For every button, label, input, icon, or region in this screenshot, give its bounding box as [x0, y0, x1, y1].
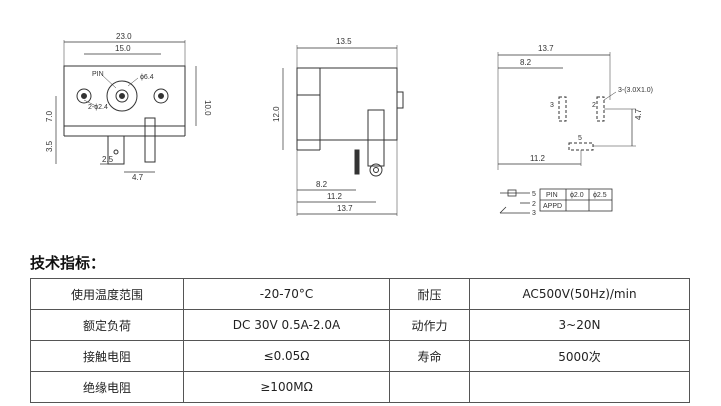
pad-label-3: 3: [550, 102, 554, 109]
pin-num-3: 3: [532, 210, 536, 217]
dim-13-7-pcb: 13.7: [538, 44, 554, 53]
dim-11-2-side: 11.2: [327, 192, 343, 201]
dim-8-2-pcb: 8.2: [520, 58, 532, 67]
mount-hole-left: [76, 88, 92, 104]
dim-13-7-side: 13.7: [337, 204, 353, 213]
table-row: 接触电阻 ≤0.05Ω 寿命 5000次: [30, 340, 690, 372]
jack-outer-circle: [106, 80, 138, 112]
pcb-layout: [497, 52, 636, 170]
spec-value: AC500V(50Hz)/min: [469, 278, 690, 310]
dim-8-2-side: 8.2: [316, 180, 328, 189]
spec-label: 耐压: [389, 278, 470, 310]
dim-3-5: 3.5: [45, 140, 54, 152]
pad-5: [568, 142, 594, 151]
spec-table: 使用温度范围 -20-70°C 耐压 AC500V(50Hz)/min 额定负荷…: [30, 278, 690, 403]
front-view: [55, 40, 197, 173]
spec-label: 使用温度范围: [30, 278, 184, 310]
spec-value: -20-70°C: [183, 278, 390, 310]
side-pin: [367, 109, 385, 167]
spec-value: ≤0.05Ω: [183, 340, 390, 372]
pin-table: [499, 188, 613, 214]
connector-dimension-drawing: 23.0 15.0 10.0 7.0 3.5 2.5 4.7 PIN ϕ6.4 …: [45, 32, 653, 217]
spec-value: [469, 371, 690, 403]
pin-num-2: 2: [532, 201, 536, 208]
dim-23-0: 23.0: [116, 32, 132, 41]
pad-2: [596, 96, 605, 122]
table-row: 使用温度范围 -20-70°C 耐压 AC500V(50Hz)/min: [30, 278, 690, 310]
dim-10-0: 10.0: [203, 100, 212, 116]
dim-11-2-pcb: 11.2: [530, 154, 546, 163]
spec-value: DC 30V 0.5A-2.0A: [183, 309, 390, 341]
pin-table-header-pin: PIN: [546, 192, 558, 199]
dim-4-7: 4.7: [132, 173, 144, 182]
pin-table-appd: APPD: [543, 203, 562, 210]
pad-3: [558, 96, 567, 122]
table-row: 额定负荷 DC 30V 0.5A-2.0A 动作力 3~20N: [30, 309, 690, 341]
label-pin: PIN: [92, 71, 104, 78]
spec-label: 绝缘电阻: [30, 371, 184, 403]
side-view: [282, 45, 404, 216]
side-body-outline: [296, 67, 398, 141]
pin-num-5: 5: [532, 191, 536, 198]
dim-7-0: 7.0: [45, 110, 54, 122]
pin-table-header-phi-2-0: ϕ2.0: [570, 192, 584, 199]
section-title: 技术指标：: [30, 254, 106, 272]
spec-label: [389, 371, 470, 403]
pin-table-header-phi-2-5: ϕ2.5: [593, 192, 607, 199]
spec-label: 接触电阻: [30, 340, 184, 372]
label-phi-6-4: ϕ6.4: [140, 74, 154, 81]
pad-label-2: 2: [592, 102, 596, 109]
spec-value: ≥100MΩ: [183, 371, 390, 403]
dim-2-5: 2.5: [102, 155, 114, 164]
front-body-outline: [63, 65, 186, 127]
spec-value: 3~20N: [469, 309, 690, 341]
spec-label: 额定负荷: [30, 309, 184, 341]
dim-13-5: 13.5: [336, 37, 352, 46]
label-pad-size: 3-(3.0X1.0): [618, 87, 653, 94]
mount-hole-right: [153, 88, 169, 104]
spec-label: 动作力: [389, 309, 470, 341]
dim-4-7-pcb: 4.7: [634, 108, 643, 120]
spec-label: 寿命: [389, 340, 470, 372]
label-2-phi-2-4: 2-ϕ2.4: [88, 104, 108, 111]
spec-value: 5000次: [469, 340, 690, 372]
pad-label-5: 5: [578, 135, 582, 142]
dim-12-0: 12.0: [272, 106, 281, 122]
dim-15-0: 15.0: [115, 44, 131, 53]
table-row: 绝缘电阻 ≥100MΩ: [30, 371, 690, 403]
